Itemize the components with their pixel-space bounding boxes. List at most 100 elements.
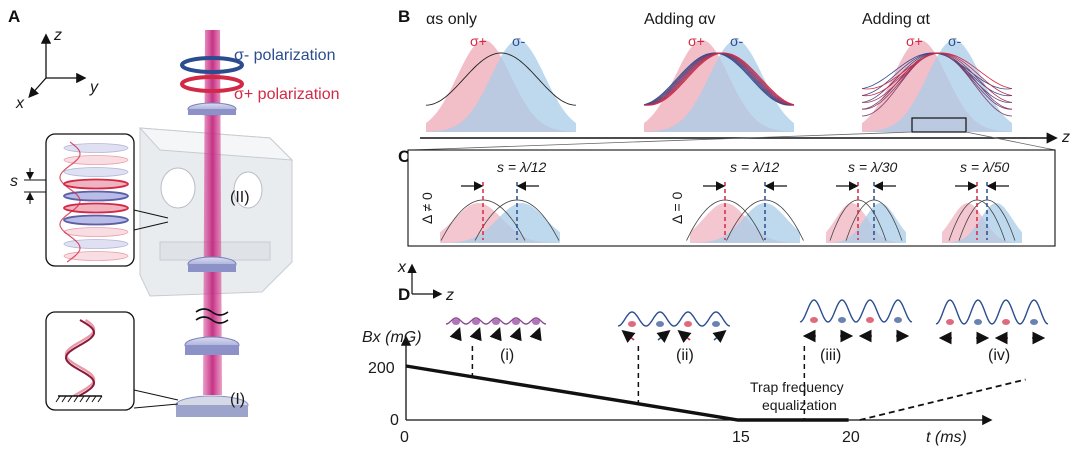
- sigma-minus-ring: [180, 56, 244, 74]
- axis-y-label: y: [89, 79, 99, 96]
- sigma-plus-ring: [180, 75, 244, 93]
- panel-b: B αs only Adding αv Adding αt σ+σ-σ+σ-σ+…: [398, 7, 1070, 151]
- lattice-disks: [59, 141, 129, 263]
- spin-arrow: [712, 330, 727, 343]
- laser-beam: [203, 30, 222, 395]
- d-axis-z-label: z: [445, 287, 454, 304]
- delta-zero-label: Δ = 0: [669, 191, 685, 224]
- axis-z-label: z: [53, 27, 62, 44]
- spacing-label-3: s = λ/30: [848, 159, 898, 175]
- sigma-plus-label: σ+: [688, 33, 705, 49]
- atom-wavepacket: [452, 319, 460, 325]
- spin-arrow: [529, 327, 542, 342]
- beam-envelope: [826, 203, 906, 243]
- atom-wavepacket: [974, 319, 982, 325]
- panel-b-plots: σ+σ-σ+σ-σ+σ-: [425, 33, 1013, 132]
- sigma-minus-envelope: [862, 40, 1012, 132]
- stage-label-iii: (iii): [820, 347, 841, 364]
- lens-lower-edge: [185, 345, 239, 355]
- sigma-minus-label: σ-: [512, 33, 526, 49]
- stage-label-ii: (ii): [676, 347, 694, 364]
- panel-a-axes: z y x: [15, 27, 99, 112]
- inset-one-leader-bottom: [133, 403, 179, 409]
- standing-wave-dark: [64, 319, 96, 397]
- spin-arrow: [489, 327, 502, 342]
- inset-standing-wave-box: [45, 311, 135, 411]
- d-axis-x-label: x: [397, 259, 407, 276]
- trap-lattice-curve: [799, 299, 913, 323]
- spacing-label-4: s = λ/50: [960, 159, 1010, 175]
- standing-wave-trace: [59, 141, 81, 263]
- delta-nonzero-label: Δ ≠ 0: [419, 192, 435, 224]
- lattice-disk: [63, 190, 129, 202]
- spin-arrow: [469, 327, 482, 342]
- annotation-line-1: Trap frequency: [750, 379, 844, 395]
- sigma-minus-envelope: [644, 40, 794, 132]
- atom-wavepacket: [894, 317, 902, 323]
- atom-wavepacket: [1002, 319, 1010, 325]
- lattice-disk: [63, 251, 129, 261]
- atom-wavepacket: [512, 319, 520, 325]
- trap-illustrations: [445, 299, 1049, 345]
- atom-wavepacket: [656, 321, 664, 327]
- x-axis-arrow: [28, 77, 47, 98]
- lattice-disk: [63, 239, 129, 249]
- zoom-line-left: [409, 131, 913, 151]
- atom-wavepacket: [810, 317, 818, 323]
- lattice-disk: [63, 214, 129, 226]
- sigma-plus-label: σ+: [470, 33, 487, 49]
- beam-envelope: [440, 203, 560, 243]
- lattice-disk: [63, 227, 129, 237]
- panel-c-label: C: [398, 147, 410, 166]
- panel-d-label: D: [398, 285, 410, 304]
- panel-b-title-2: Adding αv: [644, 11, 716, 28]
- atom-wavepacket: [712, 321, 720, 327]
- mirror-hatching: [55, 395, 103, 403]
- mirror-edge: [176, 405, 248, 417]
- sigma-plus-polarization-label: σ+ polarization: [234, 86, 340, 103]
- lens-top-edge: [188, 109, 236, 115]
- atom-wavepacket: [1030, 319, 1038, 325]
- chamber-window-left: [160, 167, 196, 209]
- atom-wavepacket: [684, 321, 692, 327]
- chart-x-label: t (ms): [926, 429, 967, 446]
- region-one-label: (I): [230, 391, 245, 408]
- trap-lattice-curve: [935, 299, 1049, 325]
- potential-curve: [425, 52, 577, 106]
- bx-ramp-dashed: [859, 378, 1026, 421]
- atom-wavepacket: [492, 319, 500, 325]
- bx-ramp-line: [405, 364, 849, 422]
- beam-break-mark: [195, 308, 229, 324]
- stage-label-i: (i): [500, 347, 514, 364]
- lattice-disk: [63, 202, 129, 214]
- x-tick-20: 20: [842, 429, 860, 446]
- stage-label-iv: (iv): [988, 347, 1010, 364]
- sigma-plus-label: σ+: [906, 33, 923, 49]
- y-tick-0: 0: [390, 412, 399, 429]
- zoom-box: [911, 117, 967, 133]
- panel-a: A z y x σ- polarization σ+ polarization: [8, 7, 340, 417]
- chamber-window-right: [233, 171, 263, 209]
- spin-arrow: [449, 327, 462, 342]
- atom-wavepacket: [472, 319, 480, 325]
- region-two-label: (II): [230, 189, 250, 206]
- sigma-minus-label: σ-: [948, 33, 962, 49]
- trap-lattice-curve: [445, 317, 547, 325]
- lens-middle-edge: [188, 264, 236, 272]
- spin-arrow: [621, 330, 636, 343]
- beam-envelope: [690, 203, 800, 243]
- panel-b-title-3: Adding αt: [862, 11, 931, 28]
- x-tick-15: 15: [732, 429, 750, 446]
- atom-wavepacket: [628, 321, 636, 327]
- y-tick-200: 200: [368, 360, 395, 377]
- lattice-disk: [63, 155, 129, 165]
- spacing-s-label: s: [10, 173, 18, 190]
- spacing-label-1: s = λ/12: [497, 159, 547, 175]
- panel-b-title-1: αs only: [426, 11, 477, 28]
- lattice-disk: [63, 178, 129, 190]
- annotation-line-2: equalization: [762, 397, 837, 413]
- atom-wavepacket: [532, 319, 540, 325]
- lattice-disk: [63, 143, 129, 153]
- panel-b-z-label: z: [1061, 129, 1070, 146]
